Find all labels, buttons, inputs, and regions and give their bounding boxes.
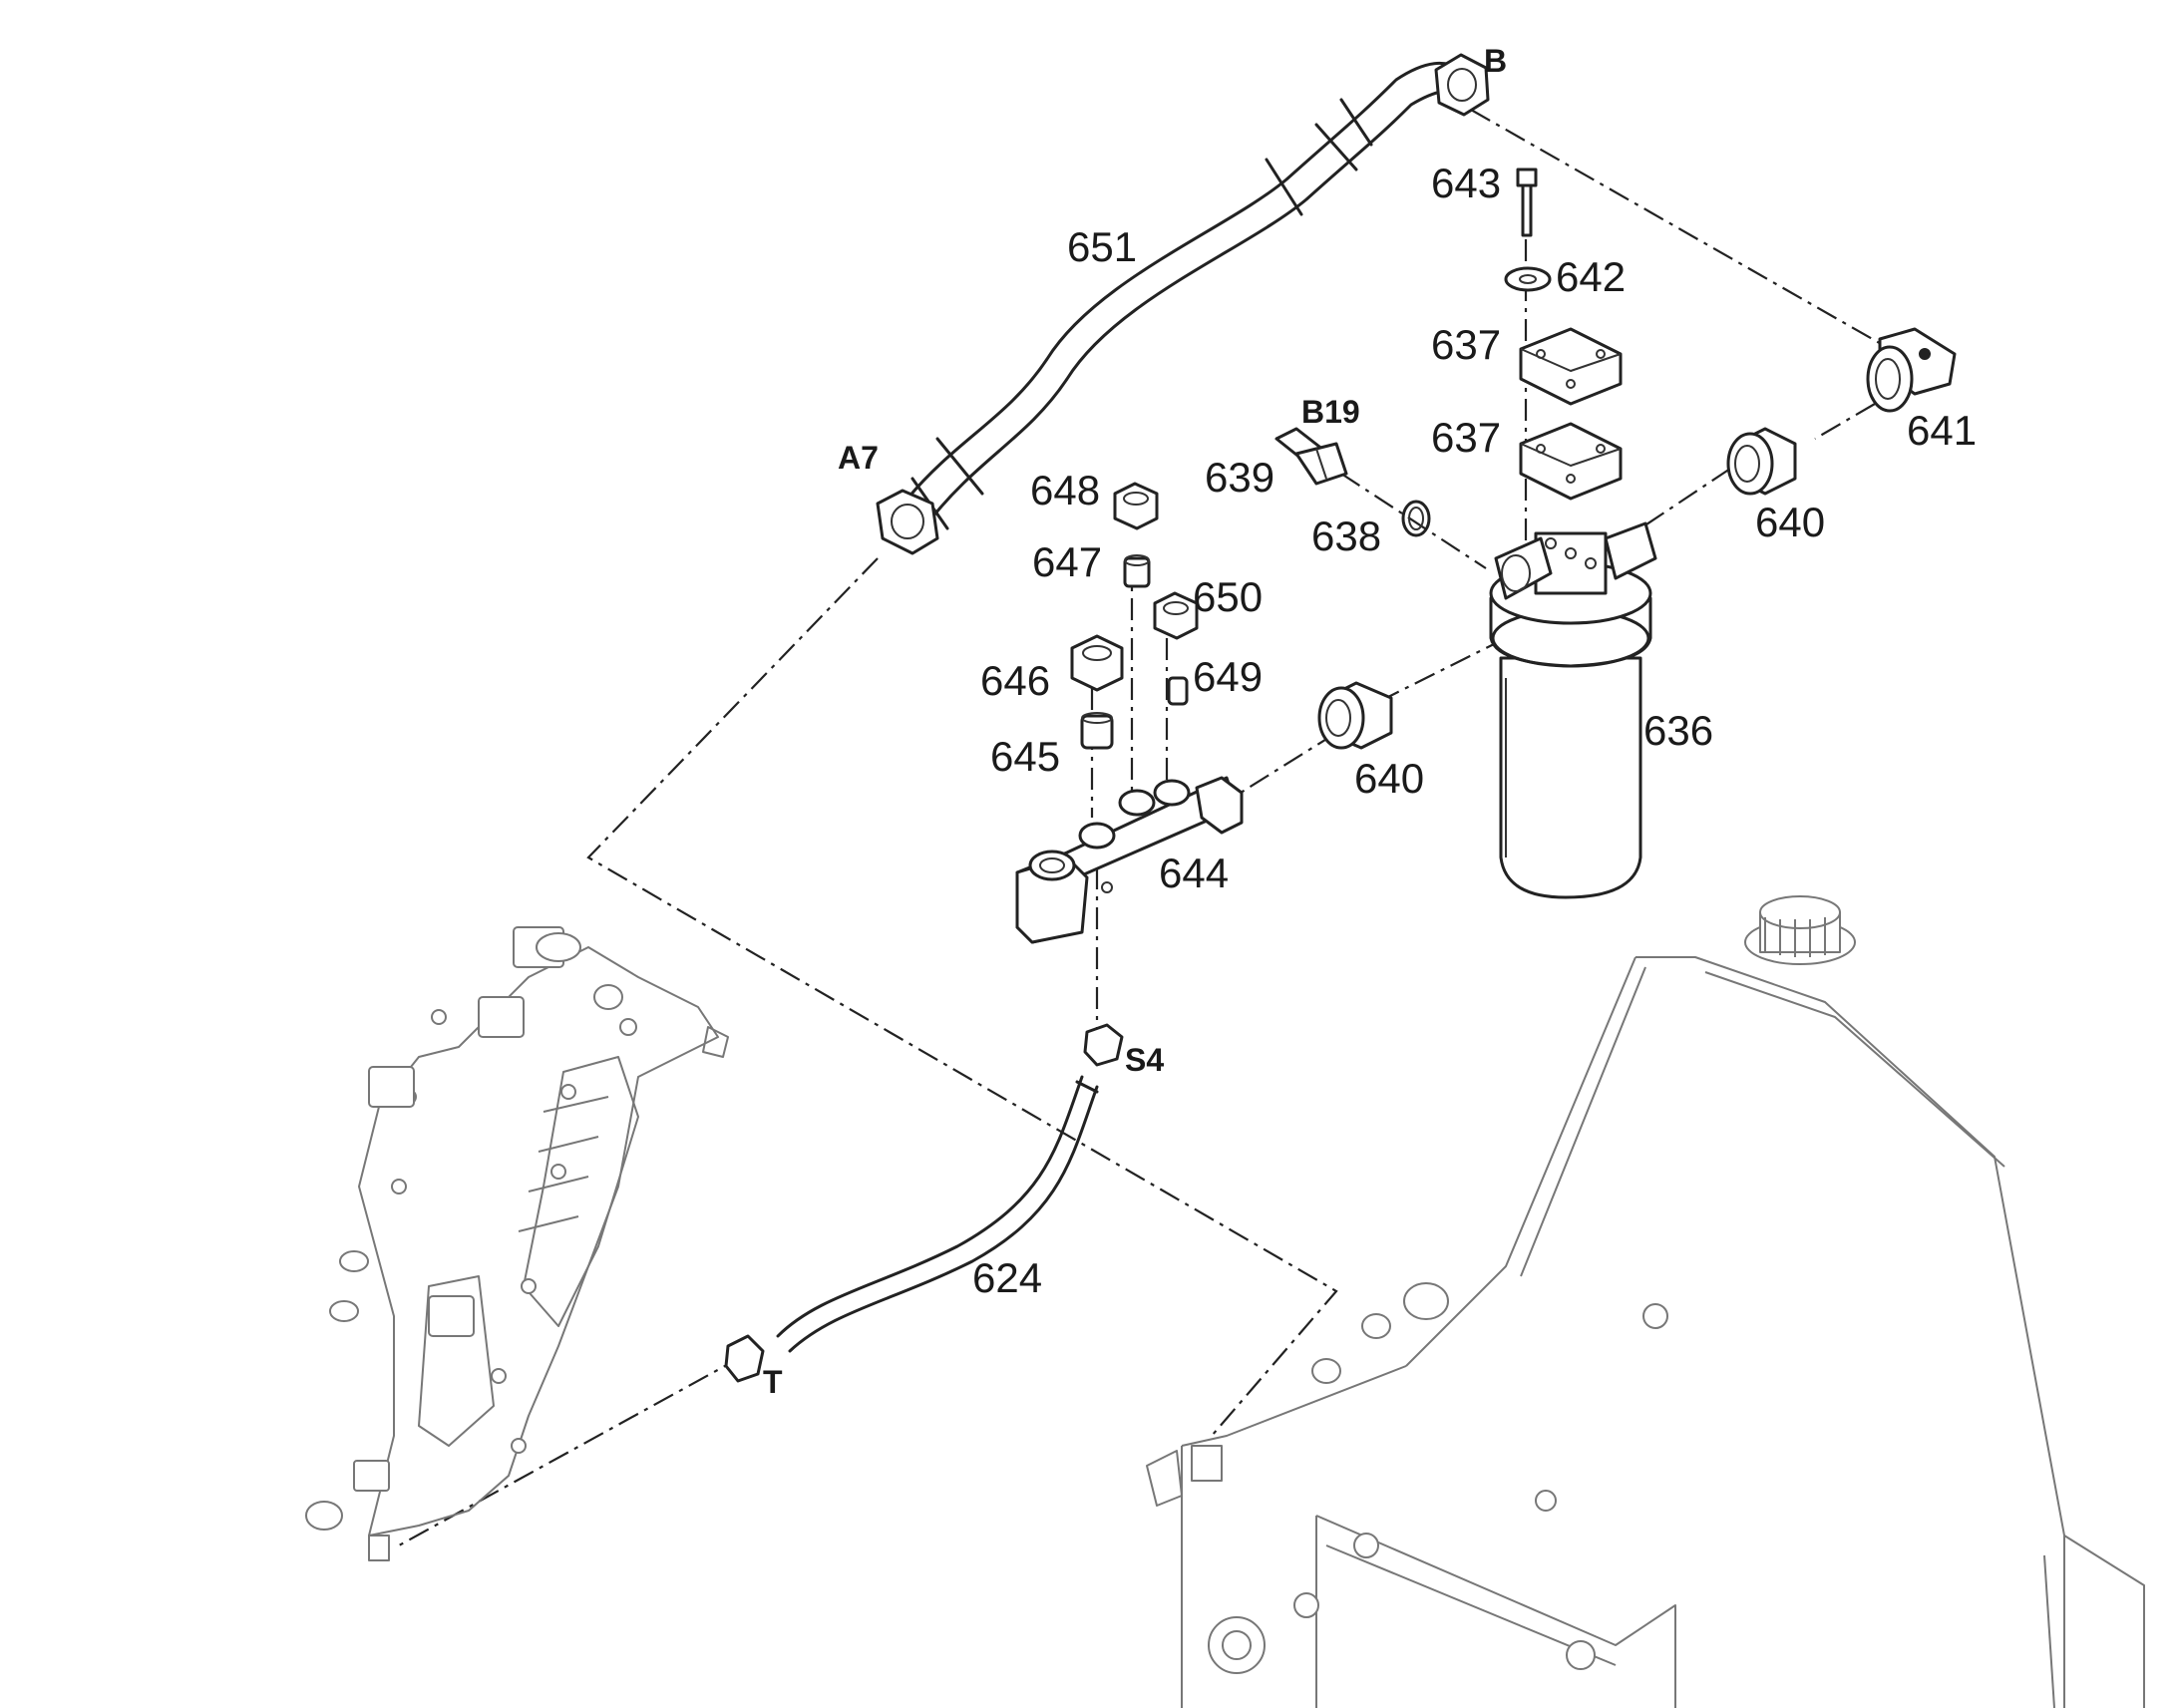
label-638: 638 [1311, 512, 1381, 559]
label-639: 639 [1205, 454, 1274, 501]
fitting-645 [1080, 712, 1114, 750]
part-number-labels: 651 643 642 637 637 641 640 640 639 638 … [972, 160, 1977, 1301]
label-conn-T: T [763, 1364, 783, 1400]
label-637-lower: 637 [1431, 414, 1501, 461]
label-conn-S4: S4 [1125, 1042, 1164, 1078]
label-640-lower: 640 [1354, 755, 1424, 802]
label-649: 649 [1193, 653, 1263, 700]
label-conn-B19: B19 [1301, 394, 1360, 430]
label-644: 644 [1159, 850, 1229, 896]
label-645: 645 [990, 733, 1060, 780]
label-637-upper: 637 [1431, 321, 1501, 368]
tank-assembly [1146, 895, 2145, 1708]
label-conn-A7: A7 [838, 440, 879, 476]
label-640-upper: 640 [1755, 499, 1825, 545]
washer-642 [1504, 266, 1552, 292]
fitting-649 [1167, 676, 1189, 706]
hose-624 [724, 1023, 1124, 1383]
label-647: 647 [1032, 538, 1102, 585]
filter-636 [1489, 521, 1657, 899]
plate-637-upper [1519, 327, 1623, 406]
adapter-640-upper [1726, 427, 1797, 496]
label-643: 643 [1431, 160, 1501, 206]
label-650: 650 [1193, 573, 1263, 620]
nut-648 [1113, 482, 1159, 530]
label-642: 642 [1556, 253, 1626, 300]
adapter-640-lower [1317, 681, 1393, 750]
label-648: 648 [1030, 467, 1100, 513]
label-646: 646 [980, 657, 1050, 704]
hose-651 [876, 53, 1490, 555]
label-636: 636 [1643, 707, 1713, 754]
label-conn-B: B [1484, 43, 1507, 79]
label-624: 624 [972, 1254, 1042, 1301]
nut-646 [1070, 634, 1124, 692]
nut-650 [1153, 591, 1199, 640]
screw-643 [1516, 168, 1538, 237]
fitting-647 [1123, 554, 1151, 588]
oring-638 [1401, 500, 1431, 537]
connection-labels: B A7 B19 S4 T [763, 43, 1507, 1400]
label-651: 651 [1067, 223, 1137, 270]
sensor-639 [1274, 427, 1348, 486]
valve-block-assembly [305, 926, 729, 1561]
plate-637-lower [1519, 422, 1623, 501]
elbow-641 [1866, 327, 1957, 413]
label-641: 641 [1907, 407, 1977, 454]
manifold-644 [1015, 776, 1244, 944]
